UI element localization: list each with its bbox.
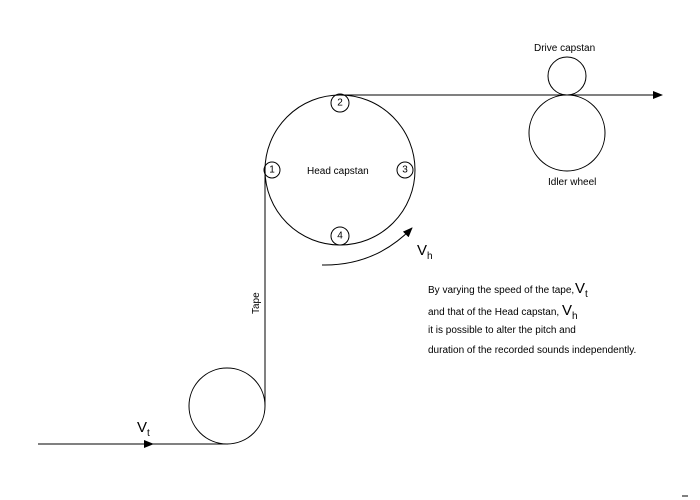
svg-text:2: 2 bbox=[337, 98, 343, 109]
guide-roller bbox=[188, 367, 266, 445]
head-1: 1 bbox=[263, 161, 281, 179]
head-velocity-label: Vh bbox=[417, 242, 433, 262]
description-line-1: By varying the speed of the tape, Vt bbox=[428, 280, 588, 300]
svg-text:4: 4 bbox=[337, 231, 343, 242]
description-line-3: it is possible to alter the pitch and bbox=[428, 325, 576, 336]
head-3: 3 bbox=[396, 161, 414, 179]
head-4: 4 bbox=[330, 226, 350, 246]
svg-text:1: 1 bbox=[269, 165, 275, 176]
drive-capstan-label: Drive capstan bbox=[534, 43, 595, 54]
tape-velocity-label: Vt bbox=[137, 419, 150, 439]
tape-label: Tape bbox=[251, 292, 262, 314]
idler-wheel-label: Idler wheel bbox=[548, 177, 596, 188]
description-line-2: and that of the Head capstan, Vh bbox=[428, 302, 578, 322]
idler-wheel bbox=[528, 94, 606, 172]
svg-text:3: 3 bbox=[402, 165, 408, 176]
head-capstan-label: Head capstan bbox=[307, 166, 369, 177]
drive-capstan bbox=[547, 56, 587, 96]
head-2: 2 bbox=[330, 93, 350, 113]
head-rotation-arrow bbox=[321, 227, 413, 266]
description-line-4: duration of the recorded sounds independ… bbox=[428, 345, 636, 356]
